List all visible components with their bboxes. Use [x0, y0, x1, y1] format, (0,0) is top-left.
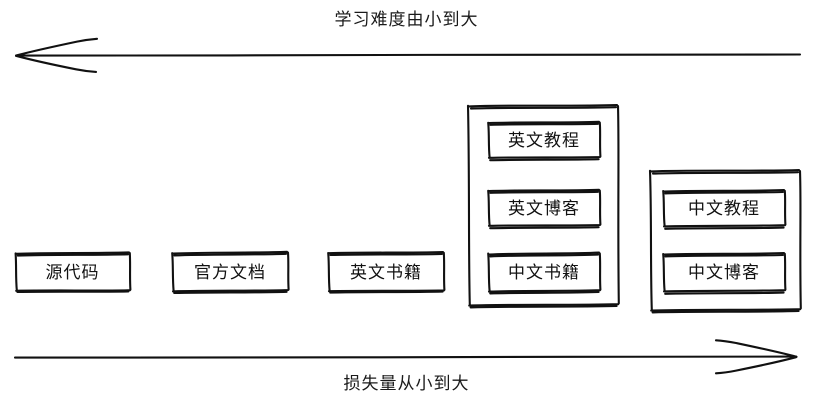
node-label: 中文教程 — [688, 199, 760, 219]
node-english-books[interactable]: 英文书籍 — [328, 252, 444, 290]
node-chinese-books[interactable]: 中文书籍 — [488, 253, 600, 290]
top-axis-label: 学习难度由小到大 — [334, 10, 479, 30]
node-source-code[interactable]: 源代码 — [15, 252, 130, 290]
top-axis-arrow — [14, 37, 802, 73]
node-label: 源代码 — [45, 262, 100, 283]
node-english-blog[interactable]: 英文博客 — [488, 190, 600, 225]
node-official-docs[interactable]: 官方文档 — [172, 252, 288, 290]
node-label: 中文博客 — [688, 263, 760, 283]
node-chinese-blog[interactable]: 中文博客 — [663, 253, 785, 290]
node-label: 英文博客 — [508, 199, 580, 219]
node-label: 官方文档 — [194, 262, 266, 283]
node-chinese-tutorial[interactable]: 中文教程 — [663, 190, 785, 225]
node-label: 英文书籍 — [350, 262, 422, 283]
node-label: 英文教程 — [508, 131, 580, 151]
node-english-tutorial[interactable]: 英文教程 — [488, 122, 600, 157]
bottom-axis-arrow — [13, 339, 798, 375]
bottom-axis-label: 损失量从小到大 — [343, 374, 470, 394]
node-label: 中文书籍 — [508, 263, 580, 283]
